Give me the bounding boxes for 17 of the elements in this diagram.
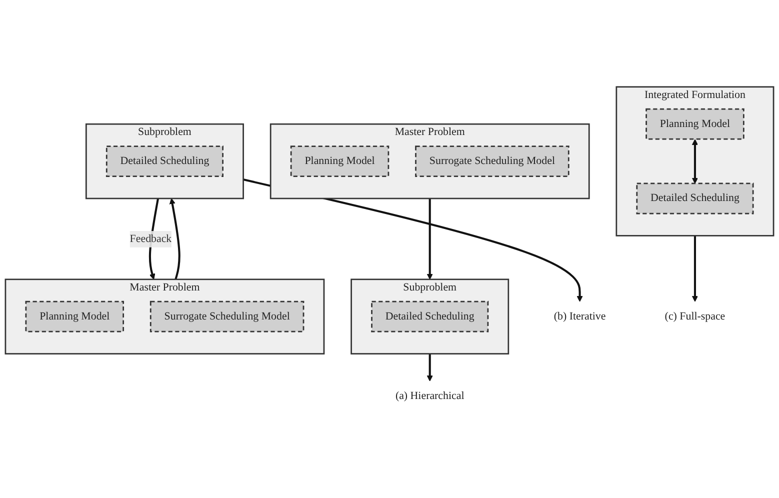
node-text: (a) Hierarchical [395,390,464,402]
node-text: (b) Iterative [554,310,606,322]
node-box: Planning Model [290,146,390,177]
node-box: Detailed Scheduling [106,146,224,177]
node-box: Detailed Scheduling [636,182,754,214]
node-box: Surrogate Scheduling Model [415,146,570,177]
node-box: Planning Model [646,108,744,140]
arrow [692,236,698,302]
arrow [692,139,698,184]
edge-label: Feedback [130,233,172,245]
node-box: Surrogate Scheduling Model [150,300,304,332]
node-box: Detailed Scheduling [371,300,489,332]
node-text: (c) Full-space [664,310,726,322]
arrow [426,198,433,280]
node-box: Planning Model [25,300,124,332]
arrow [426,354,433,382]
arrow [169,198,180,280]
